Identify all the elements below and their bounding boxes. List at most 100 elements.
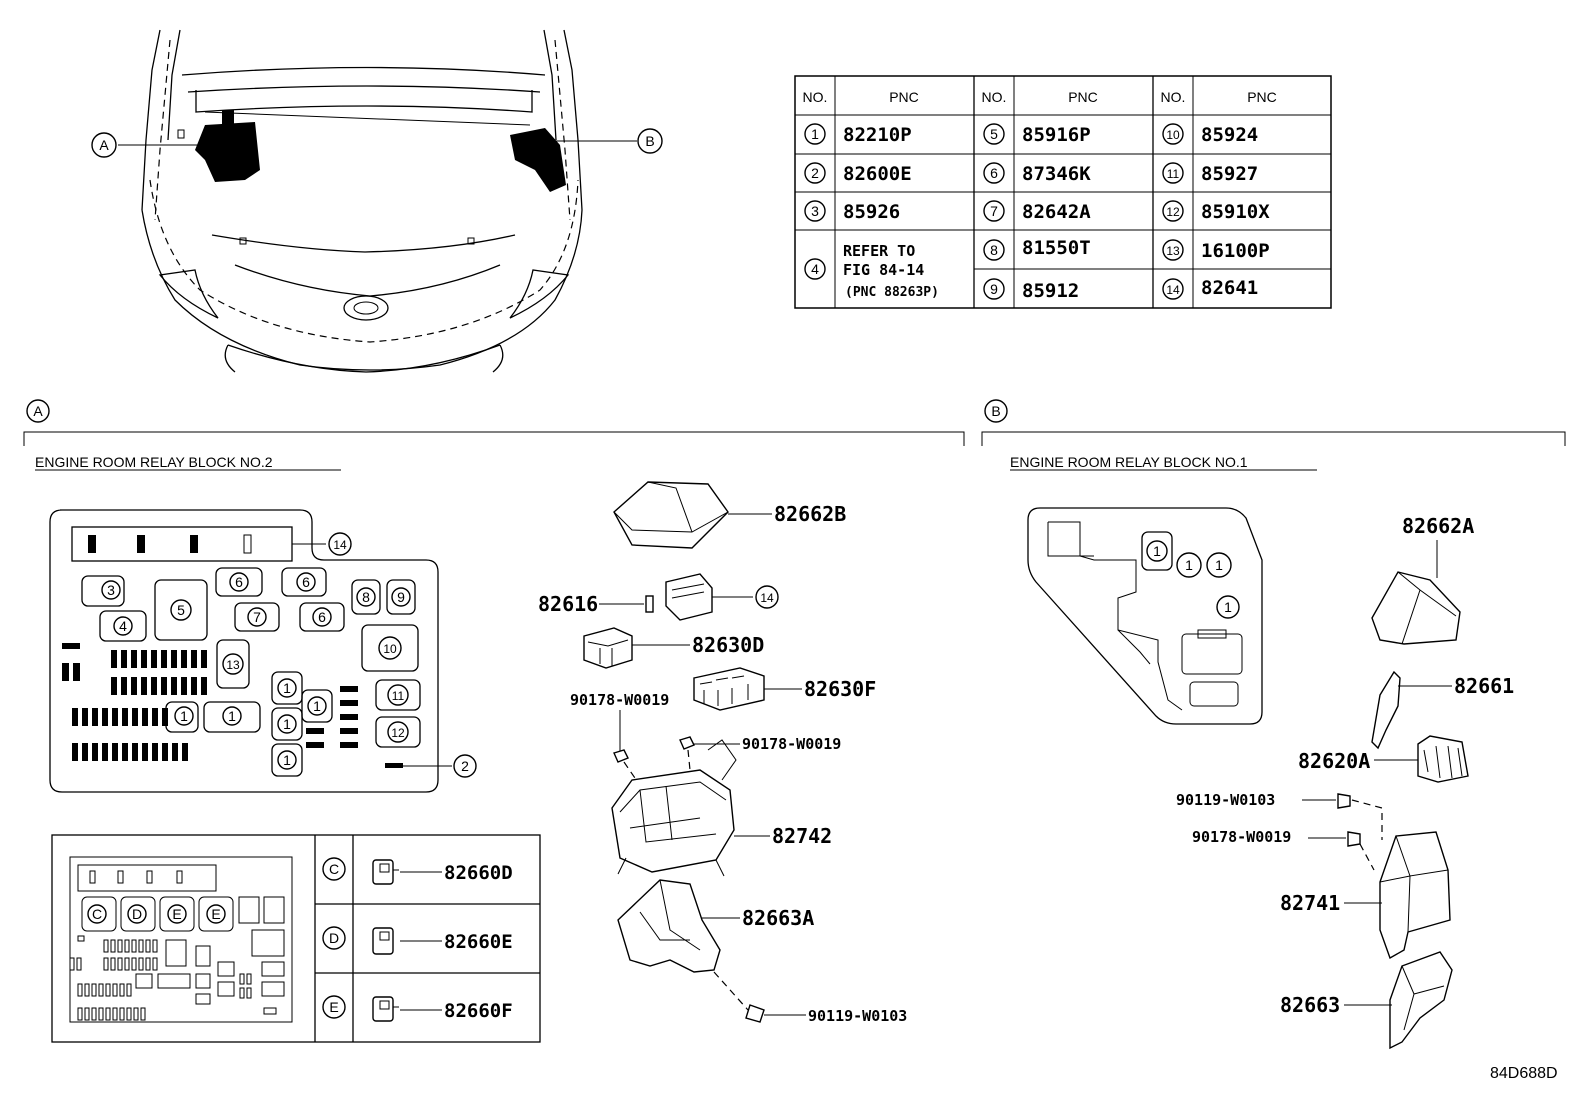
locator-b-marker [637, 128, 663, 154]
relay-code-e: E [329, 999, 338, 1015]
section-b-title: ENGINE ROOM RELAY BLOCK NO.1 [1010, 454, 1248, 470]
row-pnc: 82210P [843, 124, 912, 146]
relay-e-icon [372, 996, 399, 1022]
cell-1: 1 [283, 752, 291, 768]
callout-14: 14 [333, 538, 347, 552]
cell-8: 8 [362, 589, 370, 605]
locator-b-label: B [645, 133, 654, 149]
label-90119-b: 90119-W0103 [1176, 791, 1275, 809]
small-label-e: E [211, 906, 220, 922]
row-no: 11 [1167, 167, 1180, 181]
row-no: 3 [811, 203, 819, 219]
cell-13: 13 [226, 658, 240, 672]
row-pnc: 85912 [1022, 280, 1079, 302]
row-pnc: 87346K [1022, 163, 1091, 185]
cell-1: 1 [180, 708, 188, 724]
label-82663: 82663 [1280, 993, 1340, 1017]
section-a-marker: A [33, 403, 43, 419]
cell-11: 11 [392, 689, 405, 703]
relay-pnc-d: 82660E [444, 931, 513, 953]
small-label-d: D [132, 906, 142, 922]
row-pnc: 85924 [1201, 124, 1258, 146]
label-82742: 82742 [772, 824, 832, 848]
relay-block-1-layout: 1 1 1 1 [1027, 507, 1263, 725]
section-b-marker: B [991, 403, 1000, 419]
label-82662A: 82662A [1402, 514, 1474, 538]
figure-code: 84D688D [1490, 1065, 1558, 1082]
label-82663A: 82663A [742, 906, 814, 930]
table-header-pnc-2: PNC [1068, 89, 1098, 105]
locator-a-marker [91, 132, 117, 158]
cell-3: 3 [107, 582, 115, 598]
cell-6: 6 [318, 609, 326, 625]
b-cell-1: 1 [1215, 557, 1223, 573]
cell-5: 5 [177, 602, 185, 618]
refer-line: REFER TO [843, 242, 915, 260]
label-82662B: 82662B [774, 502, 846, 526]
section-b: B ENGINE ROOM RELAY BLOCK NO.1 1 1 1 1 8… [981, 399, 1566, 1050]
row-no: 8 [990, 242, 998, 258]
row-no: 9 [990, 281, 998, 297]
label-82630D: 82630D [692, 633, 764, 657]
label-82661: 82661 [1454, 674, 1514, 698]
exploded-parts-b: 82662A 82661 82620A 90119-W0103 90178-W0… [1176, 514, 1514, 1050]
cell-1: 1 [313, 698, 321, 714]
refer-line: FIG 84-14 [843, 261, 924, 279]
label-82616: 82616 [538, 592, 598, 616]
relay-d-icon [372, 927, 394, 955]
cell-10: 10 [383, 642, 397, 656]
row-pnc: 85916P [1022, 124, 1091, 146]
row-no: 5 [990, 126, 998, 142]
b-cell-1: 1 [1153, 543, 1161, 559]
row-no: 7 [990, 203, 998, 219]
row-no: 14 [1166, 283, 1180, 297]
cell-1: 1 [283, 680, 291, 696]
label-82620A: 82620A [1298, 749, 1370, 773]
row-pnc: 82641 [1201, 277, 1258, 299]
cell-6: 6 [235, 574, 243, 590]
label-82630F: 82630F [804, 677, 876, 701]
row-no: 4 [811, 261, 819, 277]
vehicle-overview: A B [91, 29, 663, 373]
relay-c-icon [372, 859, 399, 885]
relay-pnc-c: 82660D [444, 862, 513, 884]
row-pnc: 82642A [1022, 201, 1091, 223]
b-cell-1: 1 [1224, 599, 1232, 615]
label-90178-left: 90178-W0019 [570, 691, 669, 709]
label-82741: 82741 [1280, 891, 1340, 915]
section-a-title: ENGINE ROOM RELAY BLOCK NO.2 [35, 454, 273, 470]
relay-table: C D E E [51, 834, 541, 1043]
row-no: 13 [1166, 244, 1180, 258]
relay-code-c: C [329, 861, 339, 877]
row-pnc: 85926 [843, 201, 900, 223]
cell-9: 9 [397, 589, 405, 605]
row-no: 6 [990, 165, 998, 181]
cell-4: 4 [119, 618, 127, 634]
row-no: 1 [811, 126, 819, 142]
row-pnc: 82600E [843, 163, 912, 185]
label-90178-b: 90178-W0019 [1192, 828, 1291, 846]
row-pnc: 85910X [1201, 201, 1270, 223]
small-label-c: C [92, 906, 102, 922]
row-pnc: 16100P [1201, 240, 1270, 262]
locator-a-label: A [99, 137, 109, 153]
relay-block-2-layout: 14 3 4 5 6 6 6 7 8 9 10 [49, 509, 477, 793]
label-90119-a: 90119-W0103 [808, 1007, 907, 1025]
table-header-pnc-1: PNC [889, 89, 919, 105]
row-pnc: 85927 [1201, 163, 1258, 185]
small-label-e: E [172, 906, 181, 922]
table-header-pnc-3: PNC [1247, 89, 1277, 105]
relay-code-d: D [329, 930, 339, 946]
cell-1: 1 [283, 716, 291, 732]
table-header-no-2: NO. [982, 89, 1007, 105]
cell-12: 12 [391, 726, 405, 740]
b-cell-1: 1 [1185, 557, 1193, 573]
holder-callout-14: 14 [760, 591, 774, 605]
table-header-no-3: NO. [1161, 89, 1186, 105]
exploded-parts-a: 82662B 82616 14 82630D 82630F 90178-W001… [538, 481, 907, 1025]
cell-7: 7 [253, 609, 261, 625]
table-header-no-1: NO. [803, 89, 828, 105]
row-no: 12 [1166, 205, 1180, 219]
row-no: 10 [1166, 128, 1180, 142]
